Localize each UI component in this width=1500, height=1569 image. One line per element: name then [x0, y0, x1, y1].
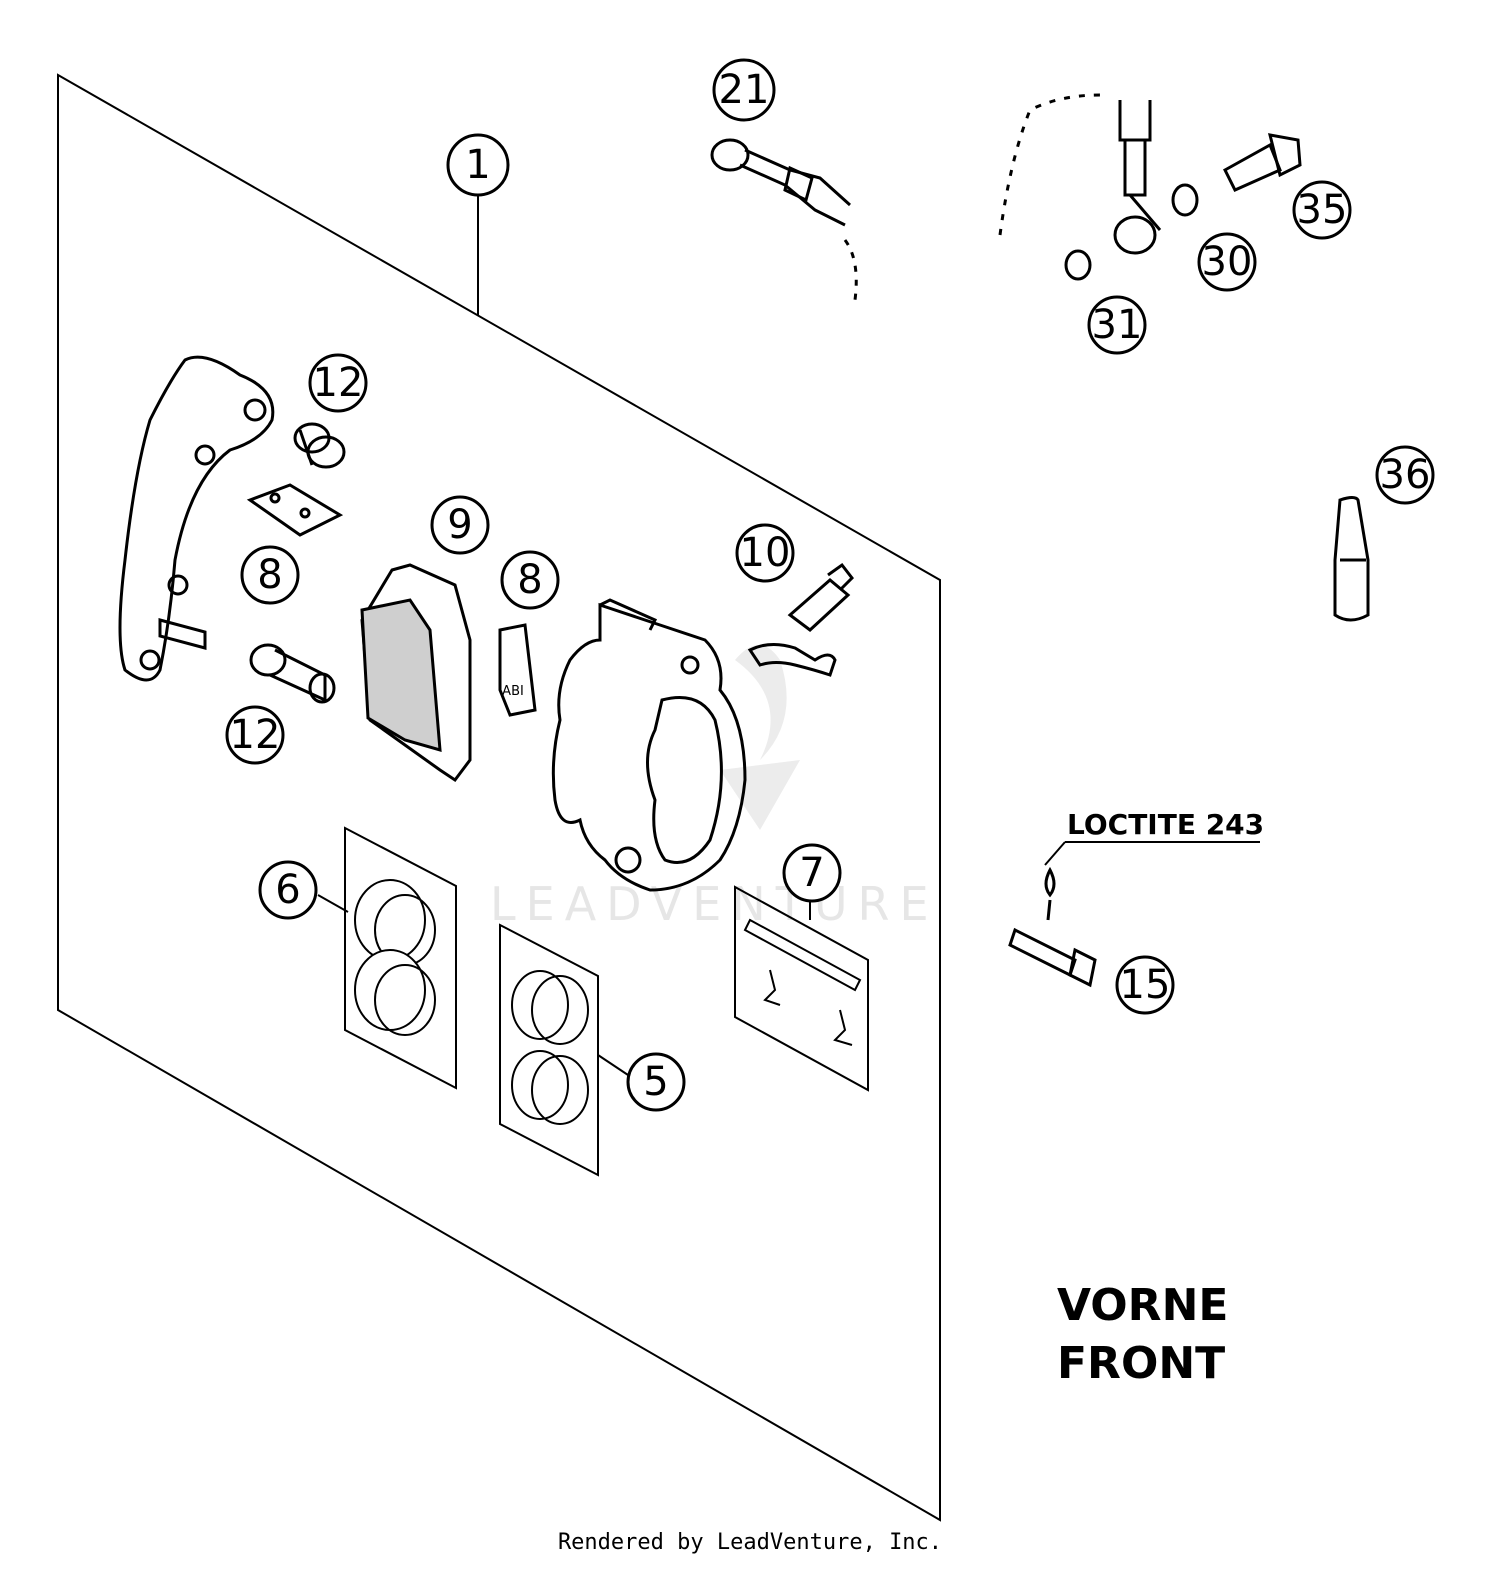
caliper-bracket	[118, 355, 275, 682]
watermark: LEADVENTURE	[490, 645, 939, 931]
assembly-panel	[57, 73, 941, 1522]
svg-text:8: 8	[257, 552, 282, 598]
seals-box	[499, 923, 599, 1177]
callout-8-left: 8	[240, 545, 300, 605]
brake-hose-right	[998, 93, 1302, 281]
callout-12-bottom: 12	[225, 705, 285, 765]
callout-7: 7	[782, 843, 842, 903]
callout-1: 1	[446, 133, 510, 197]
watermark-text: LEADVENTURE	[490, 877, 939, 931]
callout-6: 6	[258, 860, 318, 920]
brake-pads	[360, 563, 472, 783]
callout-31: 31	[1087, 295, 1147, 355]
loctite-label: LOCTITE 243	[1067, 808, 1264, 841]
callout-15: 15	[1115, 955, 1175, 1015]
callout-36: 36	[1375, 445, 1435, 505]
callout-35: 35	[1292, 180, 1352, 240]
footer-credit: Rendered by LeadVenture, Inc.	[557, 1530, 943, 1555]
svg-text:12: 12	[230, 712, 281, 758]
bushing-top	[293, 422, 346, 469]
caliper-body	[551, 598, 747, 892]
brake-hose-top	[710, 138, 858, 301]
svg-text:6: 6	[275, 867, 300, 913]
svg-text:12: 12	[313, 360, 364, 406]
svg-text:15: 15	[1120, 962, 1171, 1008]
callout-9: 9	[430, 495, 490, 555]
svg-text:1: 1	[465, 142, 490, 188]
bleeder-valve	[747, 562, 854, 677]
svg-text:9: 9	[447, 502, 472, 548]
callout-10: 10	[735, 523, 795, 583]
callout-8-middle: 8	[500, 550, 560, 610]
svg-text:31: 31	[1092, 302, 1143, 348]
pad-spring-left	[246, 483, 344, 537]
vorne-label: VORNE	[1057, 1280, 1228, 1331]
svg-text:10: 10	[740, 530, 791, 576]
callout-21: 21	[712, 58, 776, 122]
callout-5: 5	[626, 1052, 686, 1112]
pad-marking: ABI	[502, 684, 524, 699]
svg-text:21: 21	[719, 67, 770, 113]
pistons-box	[344, 826, 457, 1090]
svg-text:7: 7	[799, 850, 824, 896]
pad-spring-middle: ABI	[498, 623, 537, 717]
pin-kit-box	[734, 885, 869, 1092]
caliper-bolt	[1008, 866, 1097, 988]
guide-pin	[249, 643, 336, 704]
svg-text:5: 5	[643, 1059, 668, 1105]
front-label: FRONT	[1057, 1338, 1225, 1389]
svg-text:36: 36	[1380, 452, 1431, 498]
svg-text:30: 30	[1202, 239, 1253, 285]
svg-text:8: 8	[517, 557, 542, 603]
callout-30: 30	[1197, 232, 1257, 292]
loctite-bottle	[1333, 496, 1370, 622]
svg-text:35: 35	[1297, 187, 1348, 233]
callout-12-top: 12	[308, 353, 368, 413]
